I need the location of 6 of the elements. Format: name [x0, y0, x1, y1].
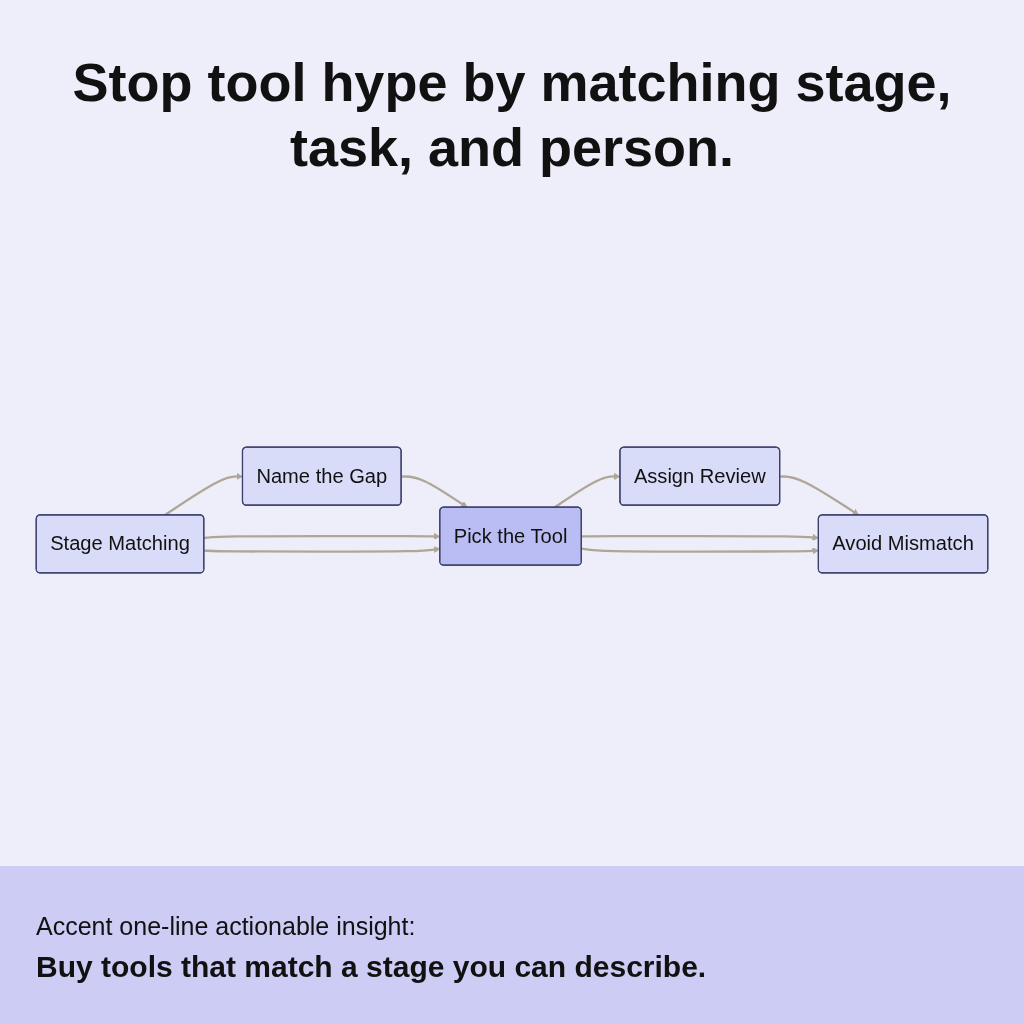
insight-text: Buy tools that match a stage you can describe.	[36, 950, 707, 984]
title: Stop tool hype by matching stage, task, and person.	[71, 51, 953, 179]
flowchart: Stage Matching Name the Gap Pick the Tool Assign Review Avoid Mismatch	[30, 440, 994, 580]
insight-heading: Accent one-line actionable insight:	[36, 912, 416, 941]
arrow	[401, 475, 468, 508]
arrow	[780, 475, 860, 516]
